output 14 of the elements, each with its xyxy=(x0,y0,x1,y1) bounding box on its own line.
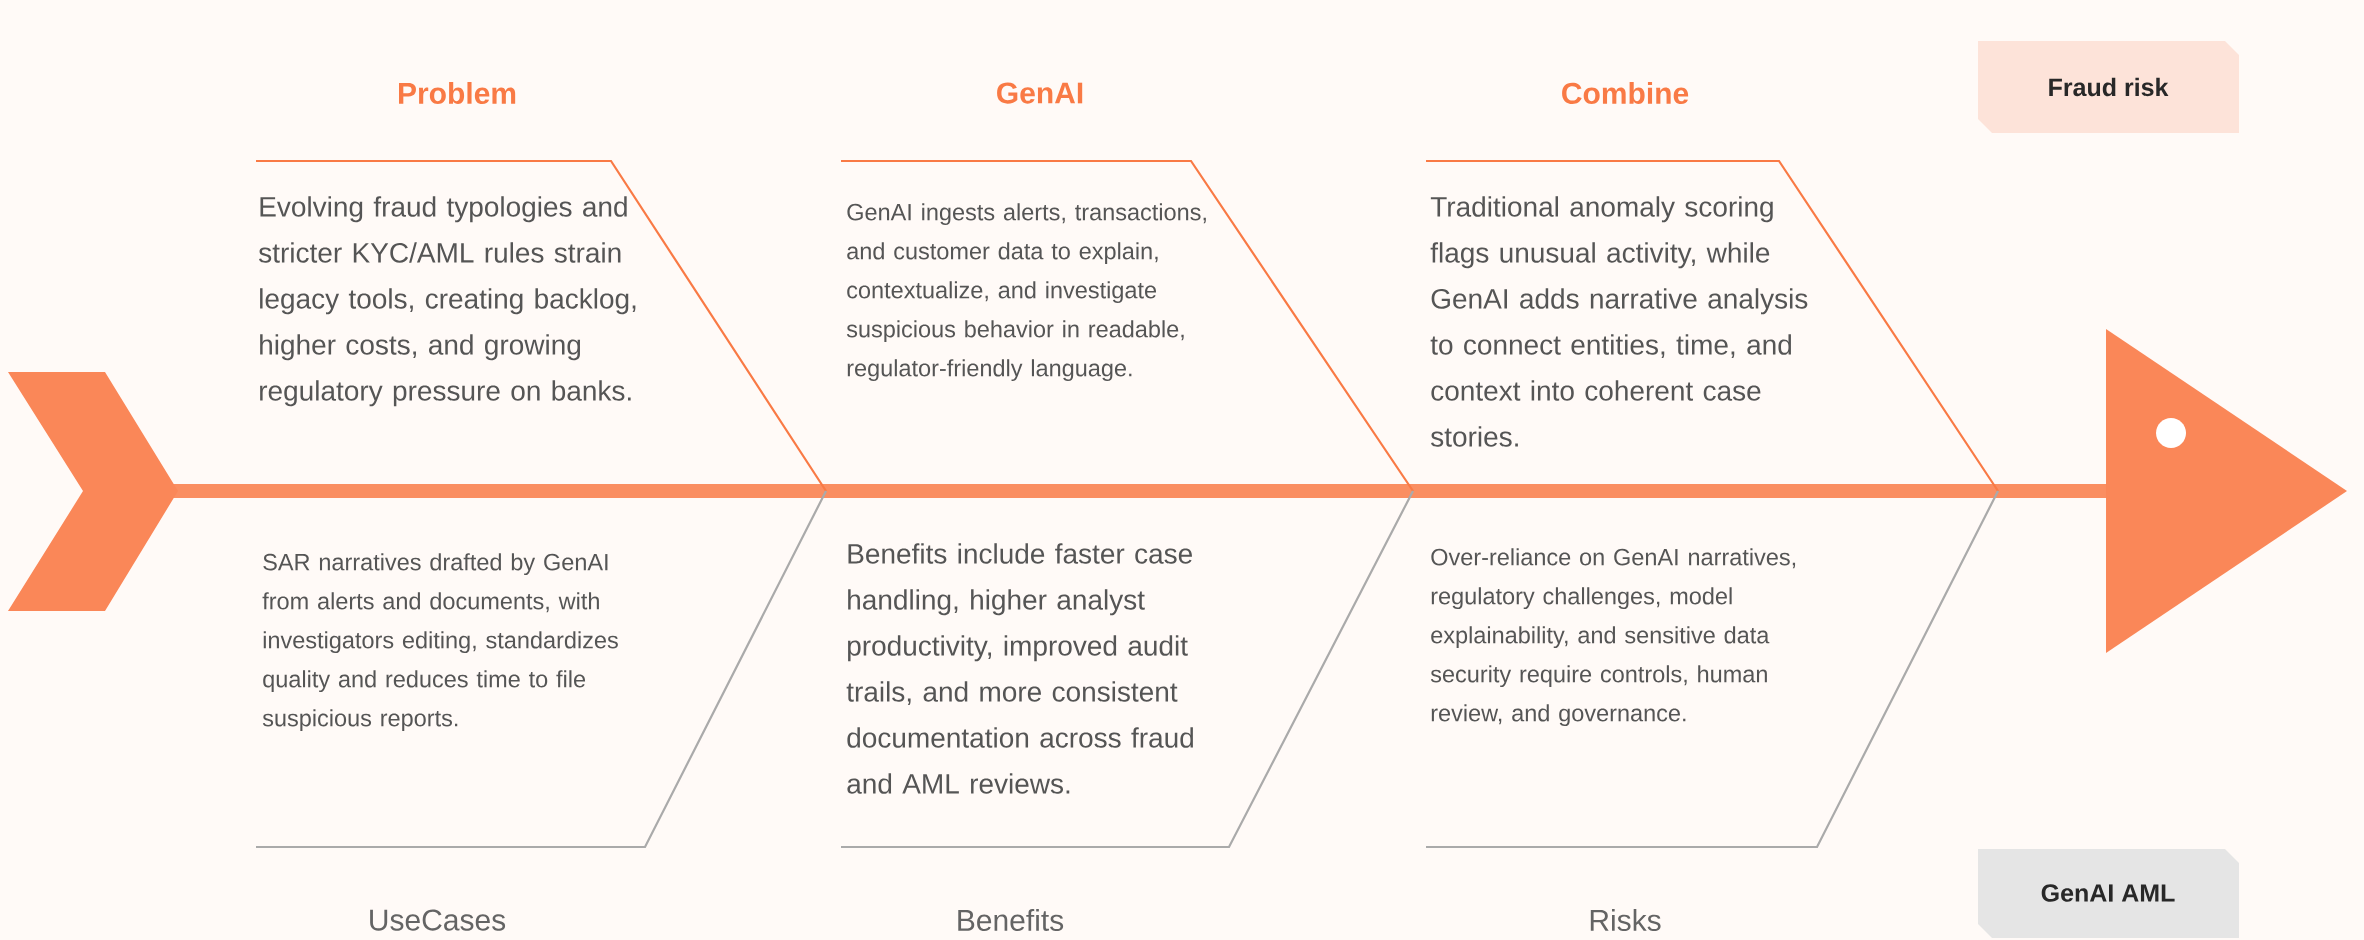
heading: Combine xyxy=(1562,82,1689,104)
tag-box: GenAI AML xyxy=(1978,849,2240,938)
description-text: Benefits include faster case handling, higher analyst productivity, improved audit trails, and more consistent documentation across fraud and AML reviews. xyxy=(846,543,1193,794)
description-text: GenAI ingests alerts, transactions, and customer data to explain, contextualize, and investigate suspicious behavior in readable, regulator-friendly language. xyxy=(846,203,1206,382)
tag-box: Fraud risk xyxy=(1978,41,2240,133)
heading: GenAI xyxy=(997,82,1083,104)
heading: Problem xyxy=(399,82,516,104)
description-text: SAR narratives drafted by GenAI from alerts and documents, with investigators editing, standardizes quality and reduces time to file suspicious reports. xyxy=(262,553,618,732)
description-text: Evolving fraud typologies and stricter KYC/AML rules strain legacy tools, creating backlog, higher costs, and growing regulatory pressure on banks. xyxy=(259,196,636,407)
bone-label: Risks xyxy=(1590,909,1661,932)
description-text: Over-reliance on GenAI narratives, regulatory challenges, model explainability, and sensitive data security require controls, human review, and governance. xyxy=(1430,548,1796,727)
description-text: Traditional anomaly scoring flags unusual activity, while GenAI adds narrative analysis to connect entities, time, and context into coherent case stories. xyxy=(1430,196,1808,447)
bone-label: UseCases xyxy=(370,909,506,931)
bone-label: Benefits xyxy=(958,909,1064,932)
